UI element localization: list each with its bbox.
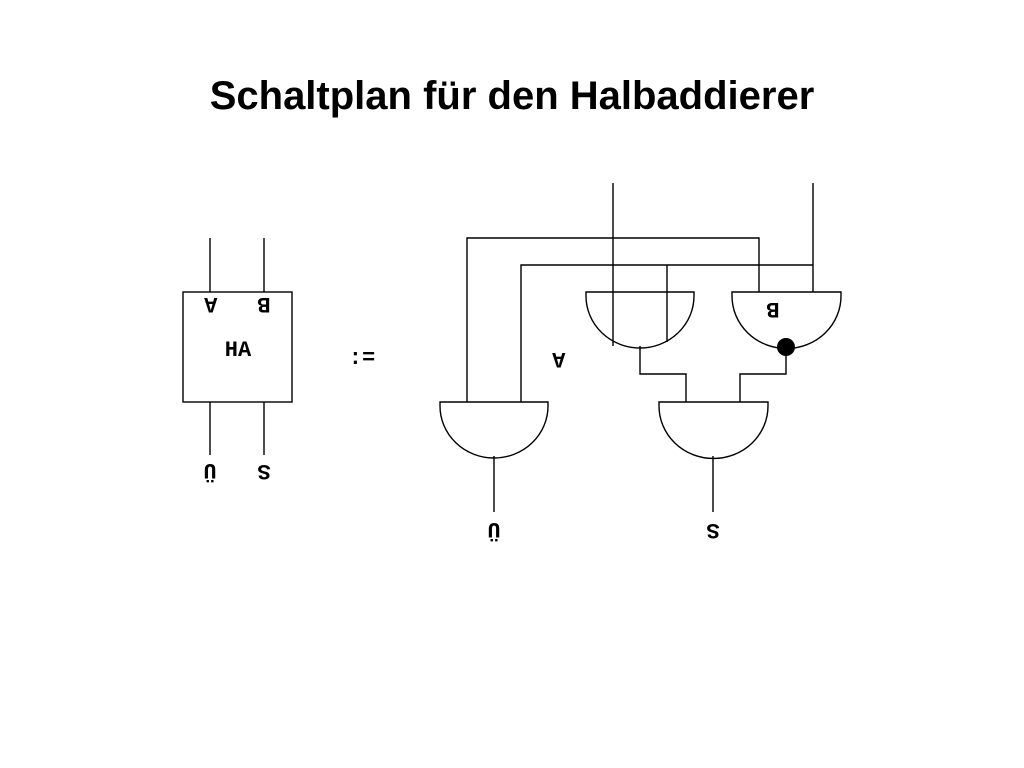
gate-label-b: B bbox=[766, 296, 779, 321]
gate2-to-sum-wire bbox=[739, 356, 787, 402]
ha-block-name: HA bbox=[225, 338, 252, 363]
ha-block-box bbox=[182, 291, 293, 403]
and-gate-sum bbox=[658, 401, 769, 460]
circuit-output-sum-label: S bbox=[706, 517, 719, 542]
definition-symbol: := bbox=[349, 346, 375, 371]
and-gate-upper-left bbox=[585, 291, 695, 349]
ha-input-a-label: A bbox=[203, 291, 217, 316]
negation-bubble bbox=[777, 338, 795, 356]
ha-output-carry-label: Ü bbox=[203, 457, 216, 483]
gate-circuit: B A Ü S bbox=[439, 183, 842, 542]
circuit-output-carry-label: Ü bbox=[487, 516, 500, 542]
ha-output-sum-label: S bbox=[257, 458, 270, 483]
branch-wire-inner bbox=[520, 264, 813, 402]
gate1-to-sum-wire bbox=[639, 346, 687, 402]
ha-block-symbol: A B HA Ü S bbox=[182, 238, 293, 483]
page-title: Schaltplan für den Halbaddierer bbox=[209, 74, 815, 118]
ha-input-b-label: B bbox=[257, 291, 270, 316]
and-gate-carry bbox=[439, 401, 549, 459]
gate-label-a: A bbox=[551, 346, 565, 371]
